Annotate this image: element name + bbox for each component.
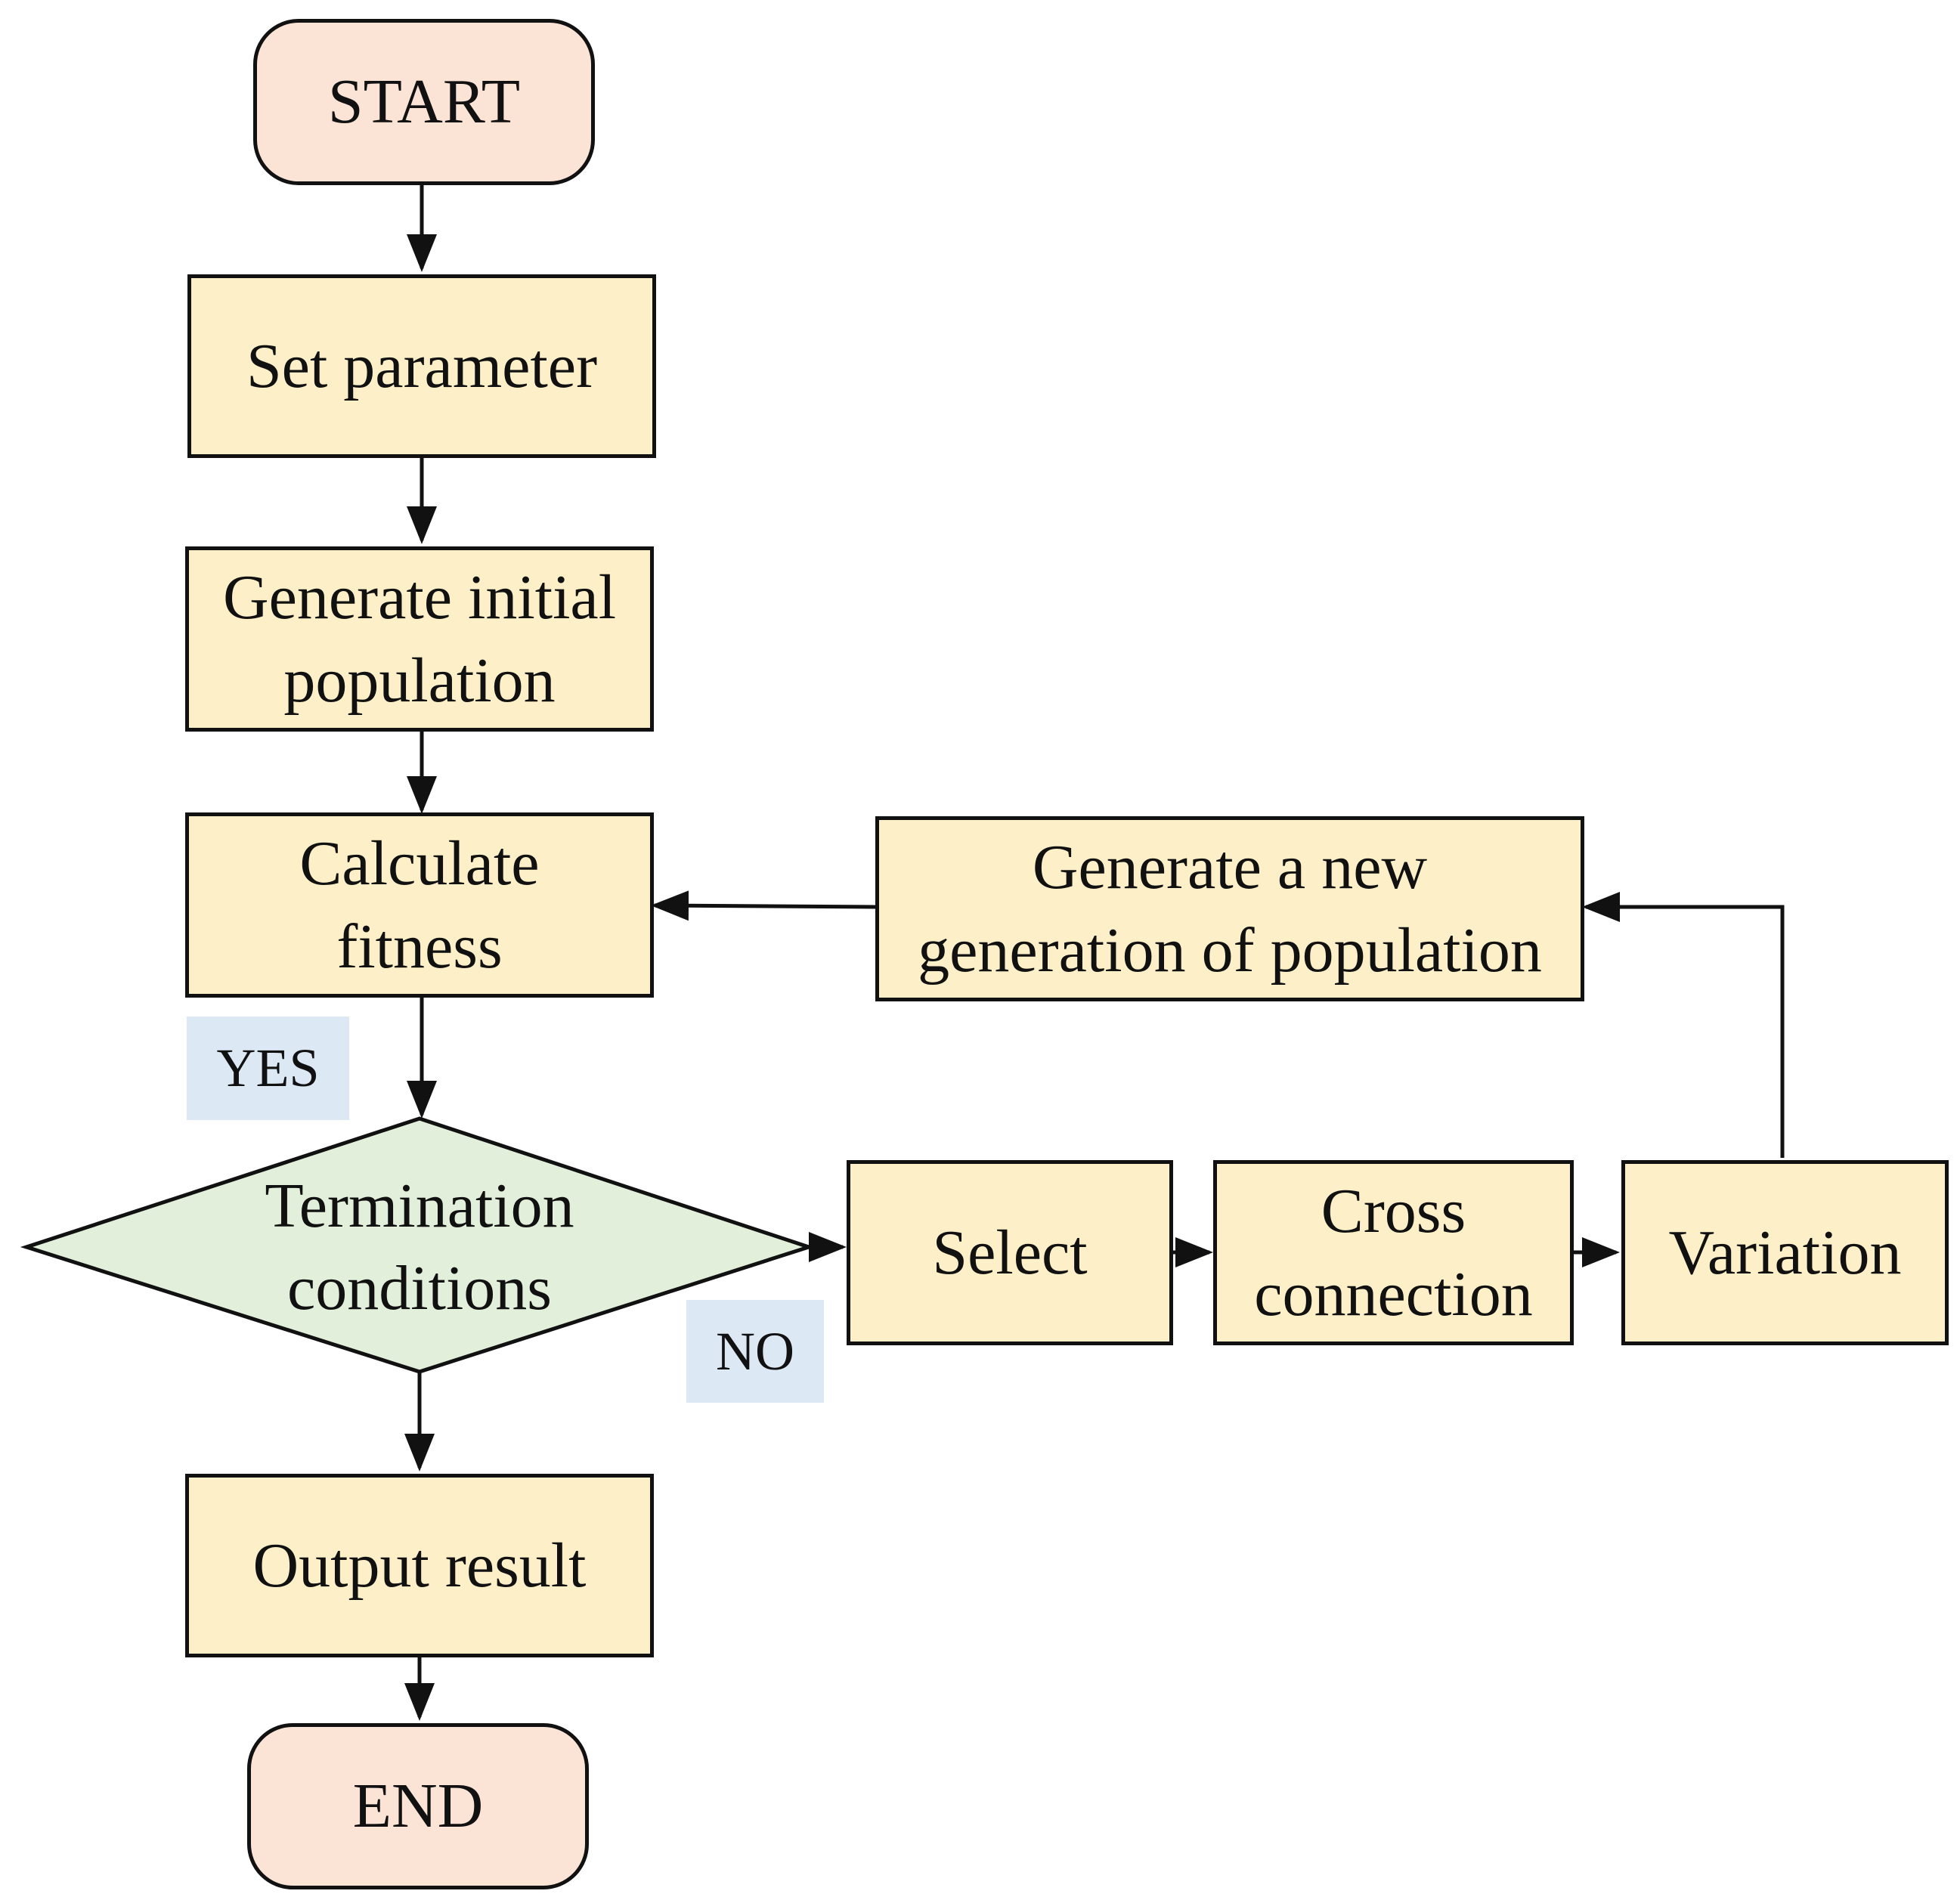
calculate-fitness-box: Calculate fitness (185, 812, 654, 998)
generate-initial-population-box: Generate initial population (185, 546, 654, 732)
start-node: START (253, 19, 595, 185)
no-label: NO (686, 1300, 824, 1403)
arrow-variation-to-new-generation (1582, 892, 1785, 1158)
arrow-new-generation-to-calculate-fitness (651, 890, 876, 921)
end-node: END (247, 1723, 589, 1889)
cross-connection-box: Cross connection (1213, 1160, 1574, 1345)
yes-label: YES (187, 1017, 349, 1120)
select-box: Select (847, 1160, 1173, 1345)
generate-new-generation-box: Generate a new generation of population (875, 816, 1584, 1001)
termination-conditions-label: Termination conditions (265, 1170, 574, 1323)
variation-box: Variation (1621, 1160, 1949, 1345)
set-parameter-box: Set parameter (187, 274, 656, 458)
output-result-box: Output result (185, 1474, 654, 1657)
